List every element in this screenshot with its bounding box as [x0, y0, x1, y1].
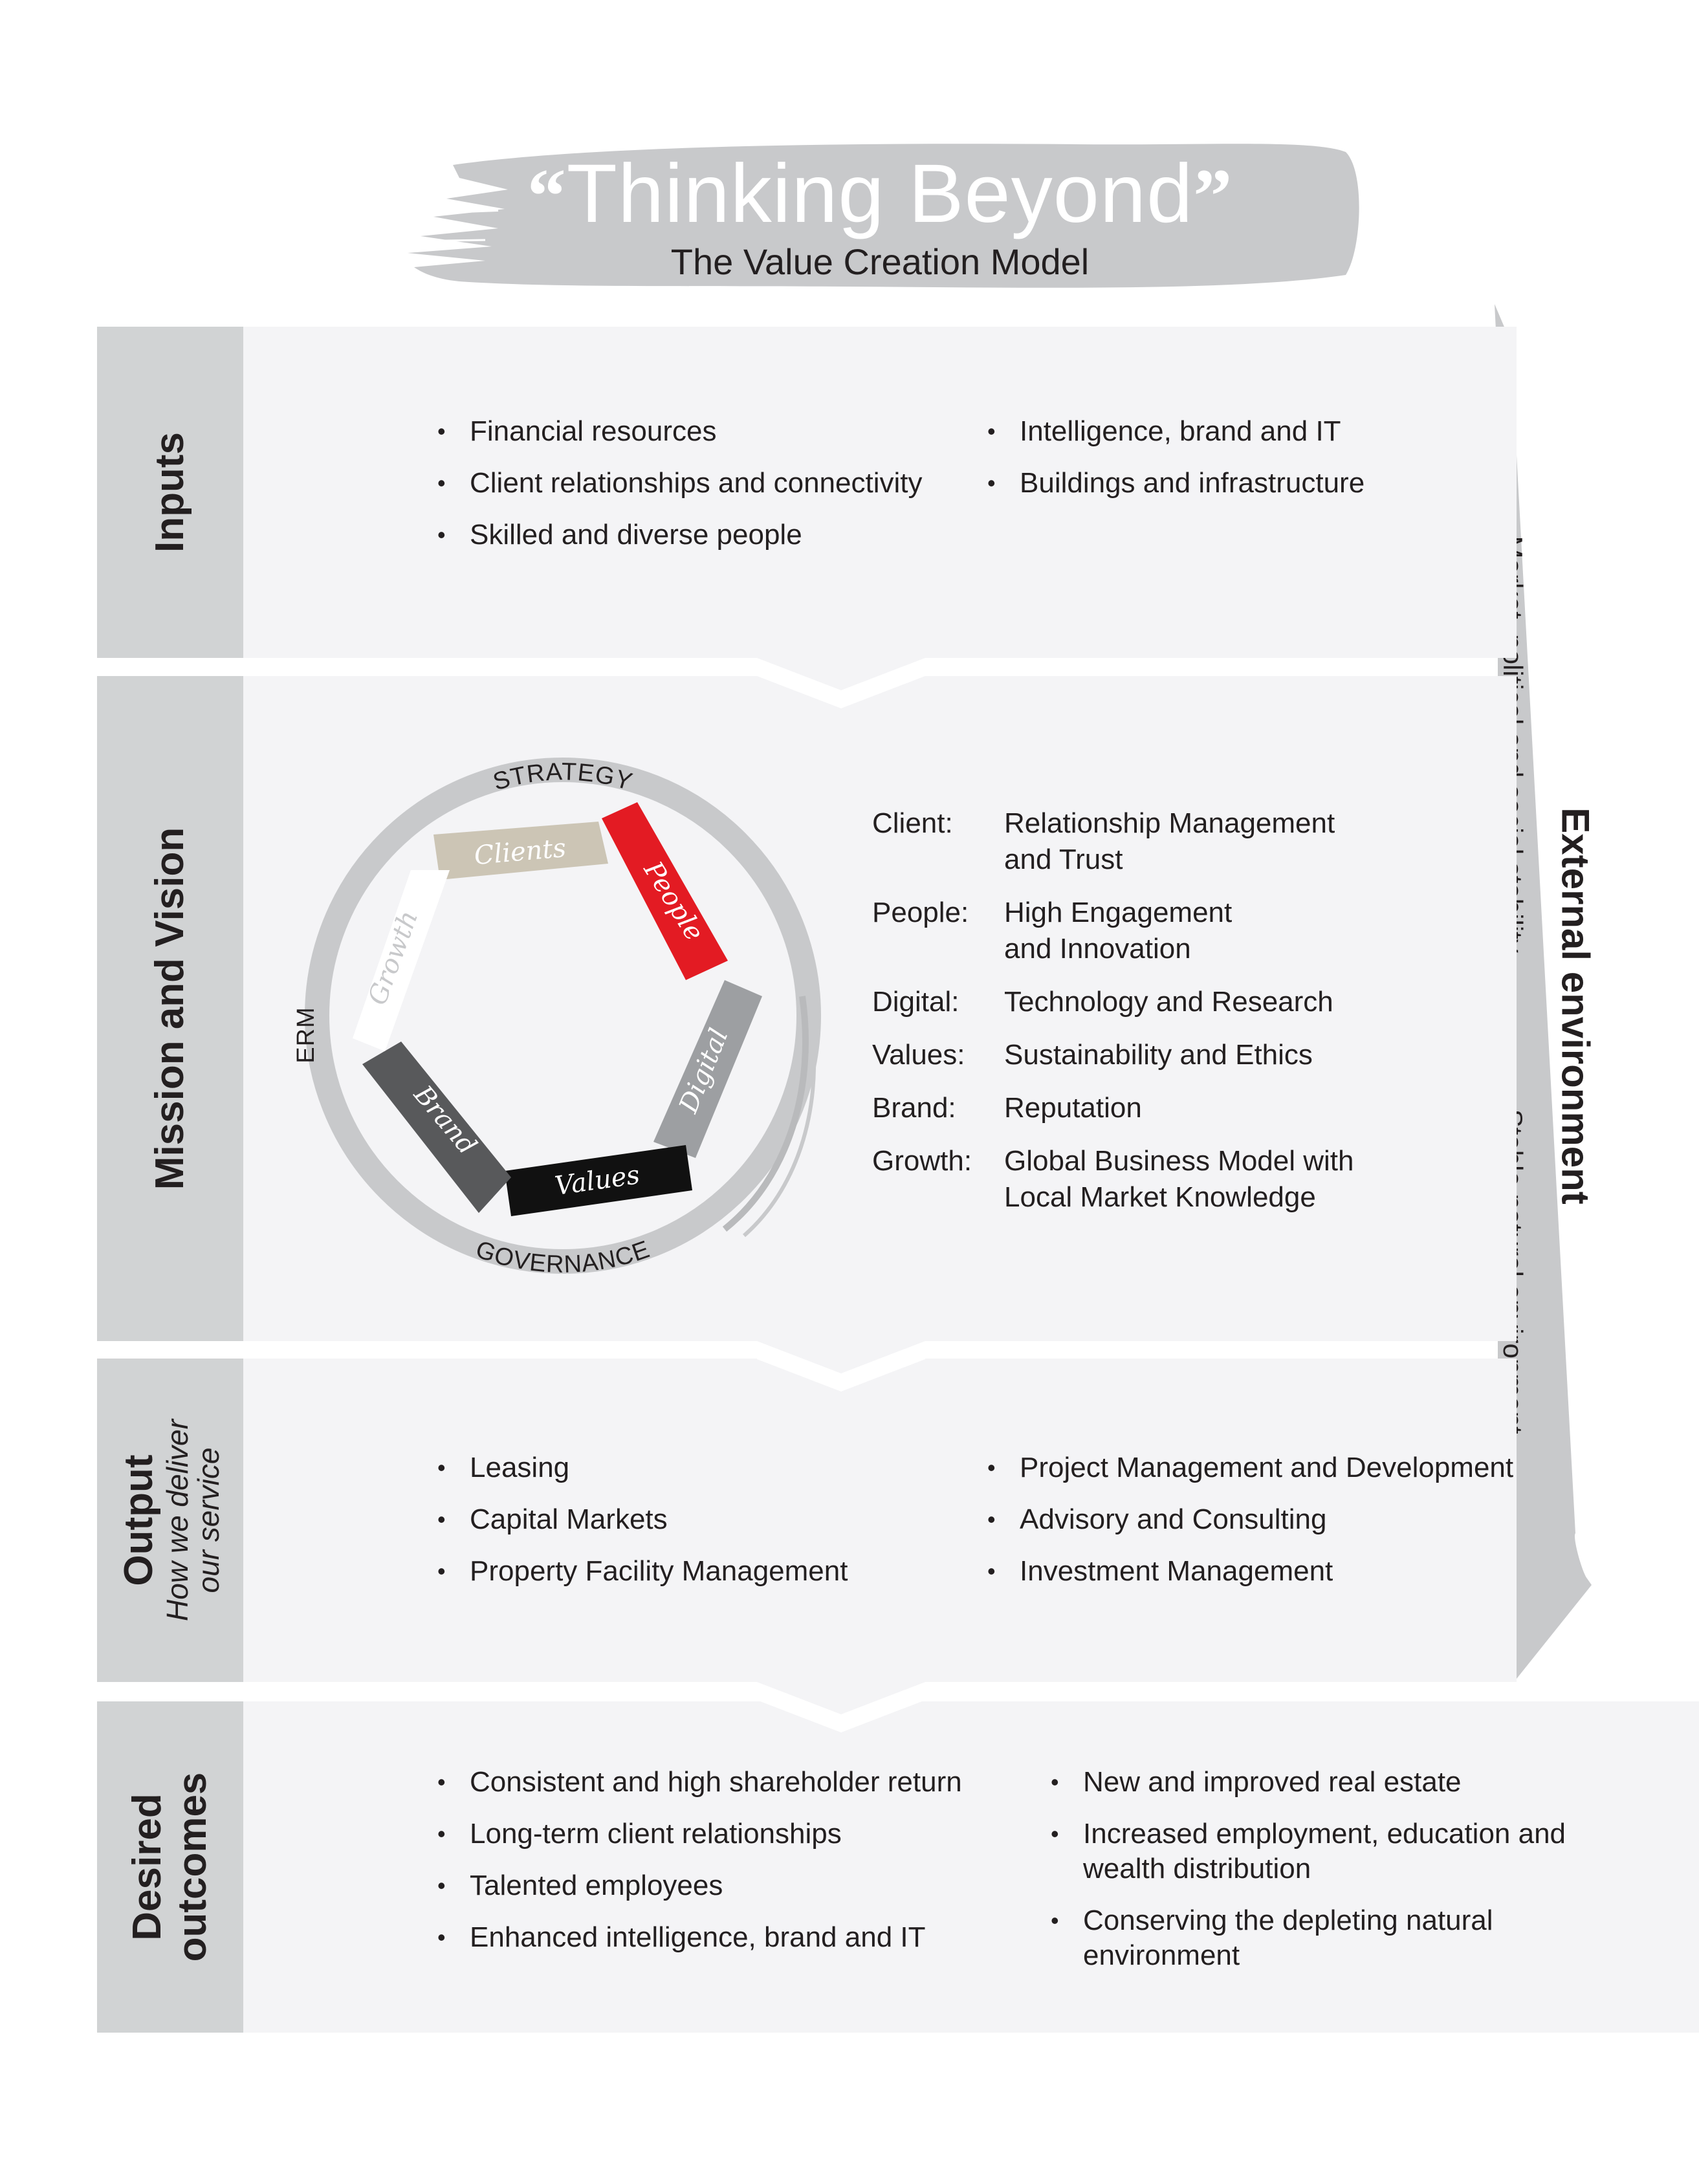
list-item: Project Management and Development: [987, 1450, 1513, 1485]
pillar-values: Values: Sustainability and Ethics: [872, 1037, 1390, 1073]
inputs-left-list: Financial resources Client relationships…: [437, 414, 923, 569]
section-chevron: [757, 658, 925, 708]
pillar-value: Reputation: [1004, 1092, 1142, 1124]
wheel-brush-trail: [722, 996, 809, 1232]
pillar-value: Sustainability and Ethics: [1004, 1039, 1313, 1071]
title-brush-stroke: [407, 144, 1359, 288]
pillar-client: Client: Relationship Management and Trus…: [872, 805, 1390, 878]
outcomes-label-group: Desired outcomes: [125, 1773, 215, 1962]
list-item: Client relationships and connectivity: [437, 466, 923, 501]
mission-label: Mission and Vision: [148, 827, 192, 1190]
pillar-people: People: High Engagement and Innovation: [872, 895, 1390, 967]
list-item: Consistent and high shareholder return: [437, 1765, 962, 1800]
quote-open: “: [527, 153, 567, 239]
list-item: Long-term client relationships: [437, 1817, 962, 1851]
external-environment-title: External environment: [1553, 807, 1597, 1205]
list-item: Property Facility Management: [437, 1554, 848, 1589]
pillar-value: and Innovation: [1004, 933, 1191, 965]
ring-label-erm: ERM: [292, 1007, 320, 1063]
pillar-key: Client:: [872, 807, 953, 839]
list-item: Intelligence, brand and IT: [987, 414, 1365, 449]
segment-clients: Clients: [433, 822, 608, 880]
output-body: Leasing Capital Markets Property Facilit…: [243, 1359, 1517, 1682]
pillar-value: and Trust: [1004, 844, 1123, 875]
inputs-label-panel: Inputs: [97, 327, 243, 658]
pillar-value: Global Business Model with: [1004, 1145, 1354, 1177]
segment-growth: Growth: [353, 870, 450, 1051]
outcomes-label: Desired: [125, 1793, 170, 1941]
pillar-value: Local Market Knowledge: [1004, 1181, 1316, 1213]
output-left-list: Leasing Capital Markets Property Facilit…: [437, 1450, 848, 1606]
output-right-list: Project Management and Development Advis…: [987, 1450, 1513, 1606]
pillar-list: Client: Relationship Management and Trus…: [872, 805, 1390, 1232]
external-environment-arrow: [1443, 304, 1592, 1682]
page-title: “Thinking Beyond”: [427, 146, 1333, 245]
ring-label-governance: GOVERNANCE: [472, 1236, 653, 1278]
pillar-value: High Engagement: [1004, 897, 1233, 928]
pillar-brand: Brand: Reputation: [872, 1090, 1390, 1126]
outcomes-label: outcomes: [170, 1772, 215, 1962]
list-item: Talented employees: [437, 1868, 962, 1903]
section-chevron: [757, 1682, 925, 1732]
inputs-body: Financial resources Client relationships…: [243, 327, 1517, 658]
inputs-right-list: Intelligence, brand and IT Buildings and…: [987, 414, 1365, 518]
list-item: Increased employment, education and weal…: [1051, 1817, 1633, 1886]
list-item: Leasing: [437, 1450, 848, 1485]
wheel-brush-trail: [743, 1028, 817, 1238]
output-label-panel: Output How we deliver our service: [97, 1359, 243, 1682]
pillar-growth: Growth: Global Business Model with Local…: [872, 1143, 1390, 1216]
list-item: New and improved real estate: [1051, 1765, 1633, 1800]
pillar-key: Brand:: [872, 1092, 956, 1124]
value-wheel: STRATEGY ERM GOVERNANCE Clients People D…: [292, 758, 821, 1278]
list-item: Capital Markets: [437, 1502, 848, 1537]
segment-digital: Digital: [653, 980, 762, 1158]
quote-close: ”: [1193, 153, 1233, 239]
list-item: Buildings and infrastructure: [987, 466, 1365, 501]
list-item: Advisory and Consulting: [987, 1502, 1513, 1537]
output-sublabel: How we deliver: [160, 1419, 194, 1621]
title-text: Thinking Beyond: [566, 147, 1194, 240]
pillar-key: People:: [872, 897, 969, 928]
output-sublabel: our service: [192, 1447, 225, 1593]
outcomes-body: Consistent and high shareholder return L…: [243, 1701, 1699, 2033]
segment-values: Values: [505, 1145, 692, 1216]
pillar-digital: Digital: Technology and Research: [872, 984, 1390, 1020]
section-chevron: [757, 1341, 925, 1392]
list-item: Financial resources: [437, 414, 923, 449]
list-item: Conserving the depleting natural environ…: [1051, 1903, 1633, 1973]
output-label-group: Output How we deliver our service: [116, 1384, 225, 1656]
list-item: Enhanced intelligence, brand and IT: [437, 1920, 962, 1955]
page-subtitle: The Value Creation Model: [670, 241, 1090, 282]
outcomes-right-list: New and improved real estate Increased e…: [1051, 1765, 1633, 1990]
pillar-key: Digital:: [872, 986, 959, 1018]
pillar-value: Relationship Management: [1004, 807, 1335, 839]
output-label: Output: [116, 1454, 161, 1586]
outcomes-left-list: Consistent and high shareholder return L…: [437, 1765, 962, 1972]
pillar-value: Technology and Research: [1004, 986, 1333, 1018]
list-item: Skilled and diverse people: [437, 518, 923, 552]
list-item: Investment Management: [987, 1554, 1513, 1589]
wheel-ring: [305, 758, 821, 1274]
mission-label-panel: Mission and Vision: [97, 676, 243, 1341]
inputs-label: Inputs: [148, 432, 192, 552]
outcomes-label-panel: Desired outcomes: [97, 1701, 243, 2033]
pillar-key: Growth:: [872, 1145, 972, 1177]
pillar-key: Values:: [872, 1039, 965, 1071]
